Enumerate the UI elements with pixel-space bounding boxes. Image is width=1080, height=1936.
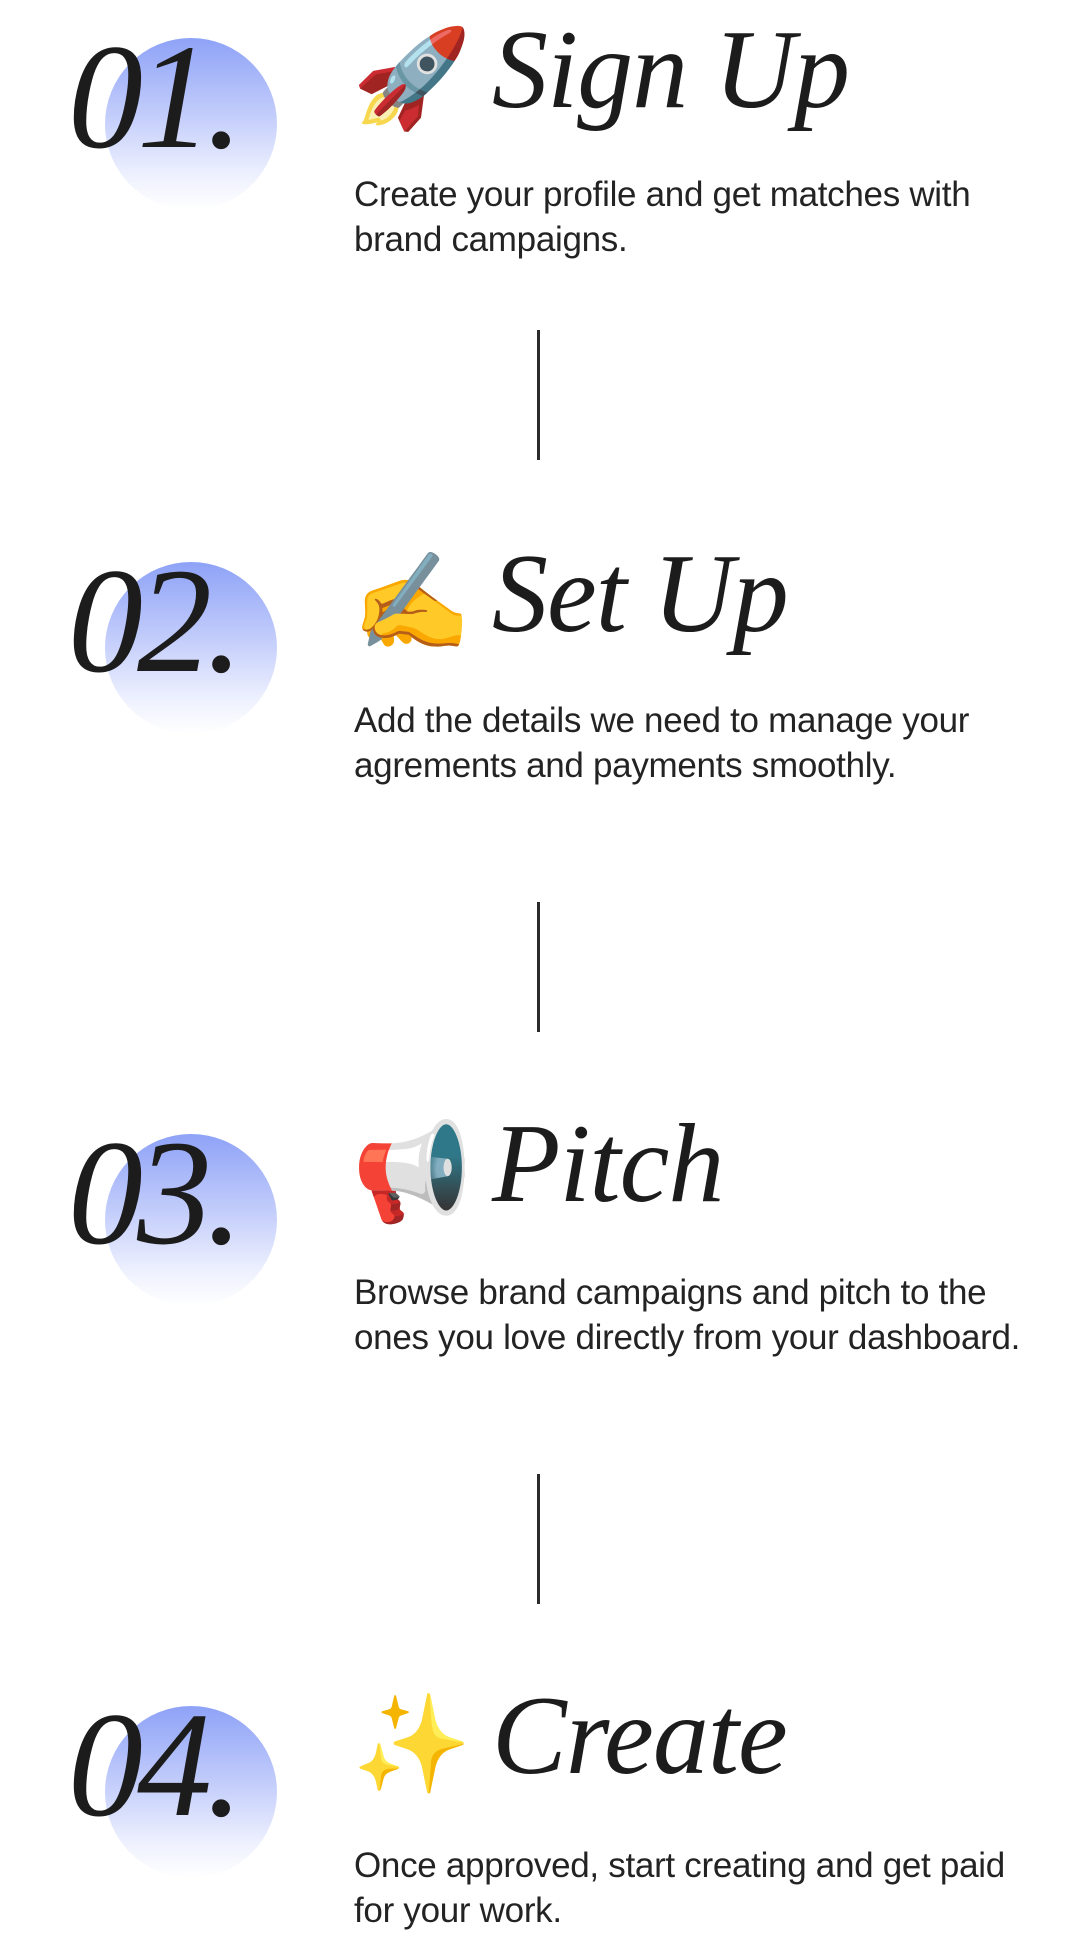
gradient-circle: [105, 1706, 277, 1878]
rocket-icon: 🚀: [352, 22, 472, 134]
step-divider: [537, 330, 540, 460]
writing-hand-icon: ✍️: [352, 546, 472, 658]
step-number-badge: 02.: [0, 0, 300, 734]
step-title: Sign Up: [492, 8, 850, 132]
step-description: Once approved, start creating and get pa…: [354, 1846, 1005, 1930]
step-divider: [537, 902, 540, 1032]
step-heading: 🚀 Sign Up: [352, 8, 850, 134]
megaphone-icon: 📢: [352, 1116, 472, 1228]
step-description: Add the details we need to manage your a…: [354, 701, 970, 785]
step-description: Create your profile and get matches with…: [354, 175, 971, 259]
step-heading: 📢 Pitch: [352, 1102, 724, 1228]
step-title: Set Up: [492, 532, 789, 656]
step-number-badge: 04.: [0, 0, 300, 1878]
step-divider: [537, 1474, 540, 1604]
step-number: 04.: [68, 1682, 243, 1848]
step-title: Pitch: [492, 1102, 724, 1226]
gradient-circle: [105, 1134, 277, 1306]
sparkles-icon: ✨: [352, 1688, 472, 1800]
step-number: 02.: [68, 538, 243, 704]
step-number-badge: 03.: [0, 0, 300, 1306]
gradient-circle: [105, 38, 277, 210]
gradient-circle: [105, 562, 277, 734]
step-description: Browse brand campaigns and pitch to the …: [354, 1273, 1021, 1357]
step-title: Create: [492, 1674, 788, 1798]
step-number: 03.: [68, 1110, 243, 1276]
step-heading: ✨ Create: [352, 1674, 788, 1800]
step-number: 01.: [68, 14, 243, 180]
step-number-badge: 01.: [0, 0, 300, 210]
step-heading: ✍️ Set Up: [352, 532, 789, 658]
